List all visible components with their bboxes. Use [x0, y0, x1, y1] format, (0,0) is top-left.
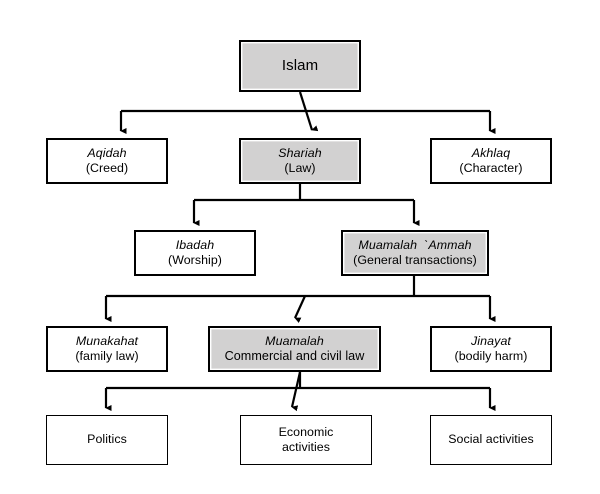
- node-social-activities[interactable]: Social activities: [430, 415, 552, 465]
- node-islam[interactable]: Islam: [239, 40, 361, 92]
- node-aqidah-term: Aqidah: [87, 145, 127, 160]
- node-islam-label: Islam: [281, 56, 319, 74]
- node-social-activities-label: Social activities: [448, 432, 534, 447]
- node-muamalah-ammah-term: Muamalah `Ammah: [358, 237, 472, 252]
- node-economic-activities-label: Economic activities: [278, 424, 334, 454]
- node-ibadah[interactable]: Ibadah (Worship): [134, 230, 256, 276]
- node-muamalah-gloss: Commercial and civil law: [224, 348, 365, 363]
- node-shariah-gloss: (Law): [284, 161, 316, 175]
- node-aqidah[interactable]: Aqidah (Creed): [46, 138, 168, 184]
- node-jinayat-gloss: (bodily harm): [454, 349, 528, 363]
- node-akhlaq-term: Akhlaq: [471, 145, 511, 160]
- node-economic-activities[interactable]: Economic activities: [240, 415, 372, 465]
- node-munakahat[interactable]: Munakahat (family law): [46, 326, 168, 372]
- node-muamalah-term: Muamalah: [265, 333, 324, 348]
- node-jinayat[interactable]: Jinayat (bodily harm): [430, 326, 552, 372]
- node-munakahat-gloss: (family law): [75, 349, 139, 363]
- node-muamalah[interactable]: Muamalah Commercial and civil law: [208, 326, 381, 372]
- node-munakahat-term: Munakahat: [75, 333, 139, 348]
- node-shariah[interactable]: Shariah (Law): [239, 138, 361, 184]
- node-jinayat-term: Jinayat: [471, 333, 511, 348]
- node-akhlaq[interactable]: Akhlaq (Character): [430, 138, 552, 184]
- node-muamalah-ammah-gloss: (General transactions): [353, 253, 477, 267]
- node-ibadah-gloss: (Worship): [168, 253, 222, 267]
- node-politics-label: Politics: [87, 432, 127, 447]
- connector-to-muamalah: [293, 295, 307, 324]
- node-muamalah-ammah[interactable]: Muamalah `Ammah (General transactions): [341, 230, 489, 276]
- node-shariah-term: Shariah: [278, 145, 322, 160]
- node-aqidah-gloss: (Creed): [85, 161, 129, 175]
- connector-islam-to-shariah: [298, 91, 319, 132]
- node-akhlaq-gloss: (Character): [459, 161, 523, 175]
- node-ibadah-term: Ibadah: [175, 237, 215, 252]
- connector-to-economic-activities: [290, 371, 302, 412]
- node-politics[interactable]: Politics: [46, 415, 168, 465]
